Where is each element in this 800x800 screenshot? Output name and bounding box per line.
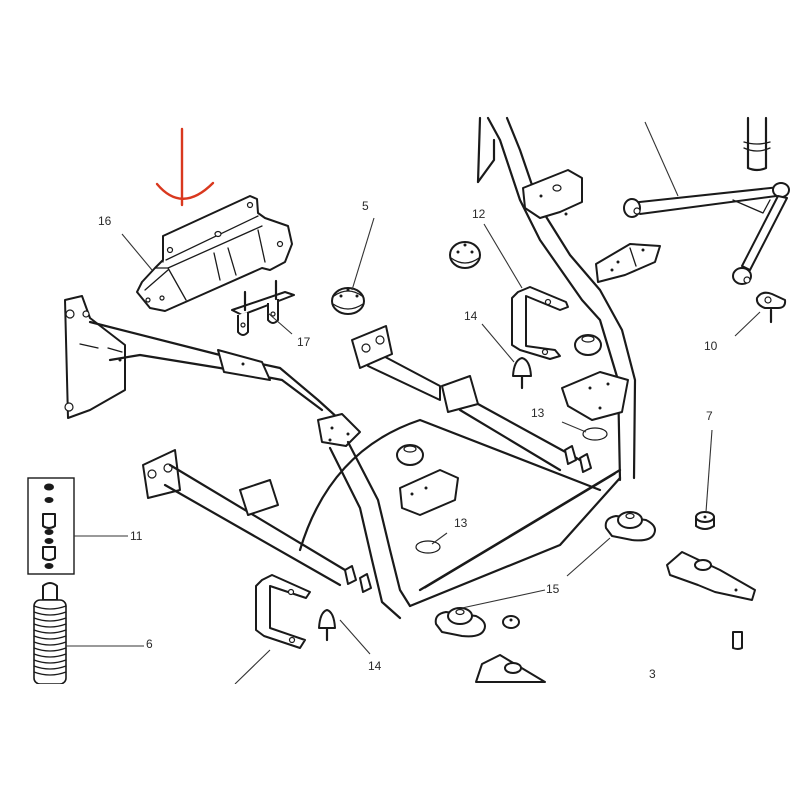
part-15-engine-mount-lower[interactable]	[434, 607, 486, 638]
callout-10: 10	[704, 339, 718, 353]
callout-6: 6	[146, 637, 153, 651]
frame-rubber-mount-right[interactable]	[574, 334, 602, 356]
shock-top-cylinder	[743, 116, 771, 172]
part-5-rubber-mount[interactable]	[331, 287, 365, 315]
main-sub-frame[interactable]	[64, 295, 629, 620]
small-bush[interactable]	[502, 615, 520, 629]
upper-link-arm[interactable]	[623, 182, 790, 285]
part-3-bracket-right[interactable]	[666, 551, 756, 601]
callout-13-lower: 13	[454, 516, 468, 530]
part-6-shock-boot[interactable]	[33, 582, 67, 685]
part-12-u-bracket[interactable]	[511, 286, 569, 360]
red-arrow-annotation	[155, 127, 215, 207]
part-14-bump-stop-lower[interactable]	[318, 609, 336, 642]
blank-bottom-area	[0, 684, 800, 800]
callout-16: 16	[98, 214, 112, 228]
callout-17: 17	[297, 335, 311, 349]
leader-lines	[66, 121, 761, 685]
part-17-stud-plate[interactable]	[231, 279, 295, 336]
callout-11: 11	[130, 529, 143, 543]
callout-5: 5	[362, 199, 369, 213]
frame-upper-tube[interactable]	[476, 116, 661, 482]
part-13-plug-upper[interactable]	[582, 427, 608, 441]
u-bracket-lower[interactable]	[255, 574, 311, 649]
part-11-mount-kit[interactable]	[27, 477, 75, 575]
part-15-engine-mount-upper[interactable]	[604, 511, 656, 542]
callout-14-lower: 14	[368, 659, 382, 673]
part-7-bush[interactable]	[695, 511, 715, 530]
part-14-bump-stop[interactable]	[512, 357, 532, 390]
part-16-support-bracket[interactable]	[136, 195, 293, 312]
pin	[732, 631, 743, 650]
rubber-mount[interactable]	[449, 241, 481, 269]
callout-14-upper: 14	[464, 309, 478, 323]
callout-15: 15	[546, 582, 560, 596]
frame-rubber-mount-center[interactable]	[396, 444, 424, 466]
part-13-plug-lower[interactable]	[415, 540, 441, 554]
callout-13-upper: 13	[531, 406, 545, 420]
part-3-bracket-bottom[interactable]	[475, 654, 546, 683]
callout-3: 3	[649, 667, 656, 681]
part-10-mounting-pad[interactable]	[755, 291, 787, 324]
callout-12: 12	[472, 207, 486, 221]
callout-7: 7	[706, 409, 713, 423]
